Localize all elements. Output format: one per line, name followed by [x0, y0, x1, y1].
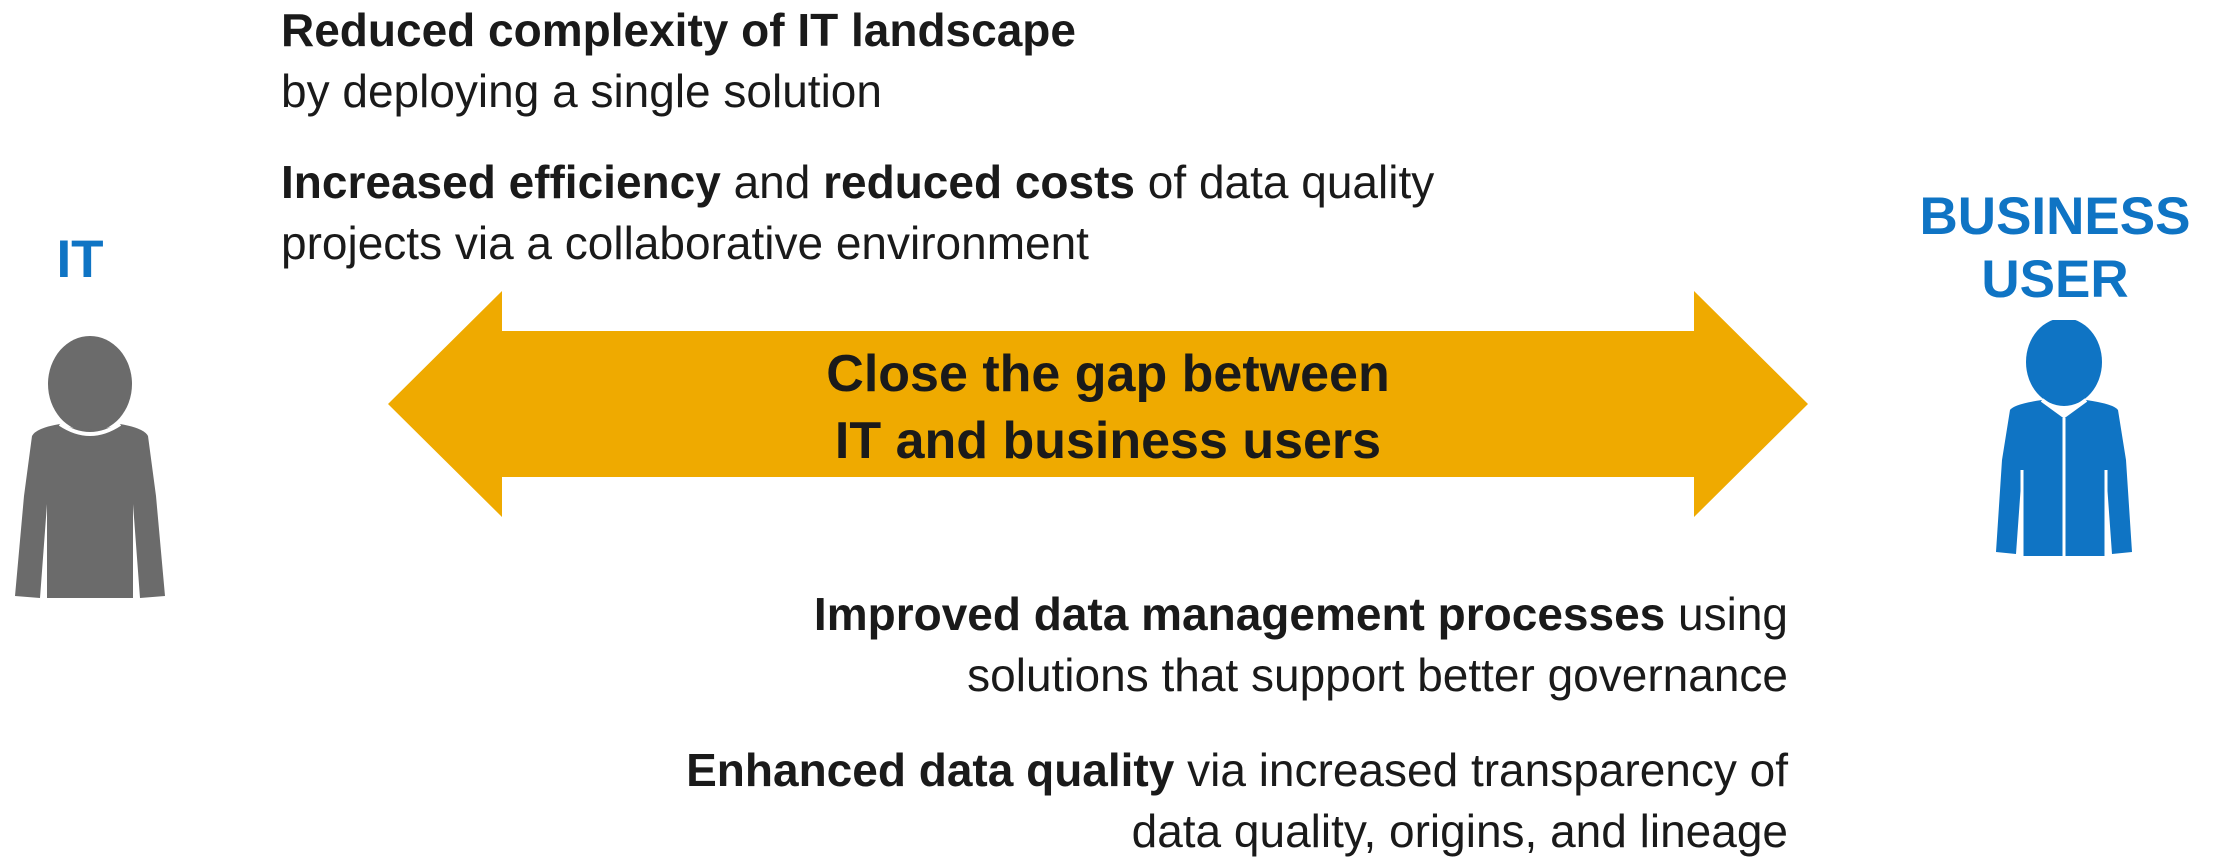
benefit-enhanced-quality: Enhanced data quality via increased tran…: [686, 740, 1788, 862]
benefit-line: data quality, origins, and lineage: [1131, 805, 1788, 857]
benefit-heading: Reduced complexity of IT landscape: [281, 4, 1076, 56]
it-label: IT: [56, 230, 104, 289]
arrow-caption: IT and business users: [834, 412, 1382, 470]
benefit-improved-processes: Improved data management processes using…: [814, 584, 1788, 706]
benefit-line: Improved data management processes using: [813, 588, 1788, 640]
double-arrow-icon: [388, 291, 1808, 517]
arrow-caption: Close the gap between: [826, 345, 1390, 403]
benefit-reduced-complexity: Reduced complexity of IT landscape by de…: [281, 0, 1076, 122]
benefit-line: solutions that support better governance: [967, 649, 1788, 701]
benefit-line: projects via a collaborative environment: [281, 217, 1089, 269]
benefit-line: by deploying a single solution: [281, 65, 882, 117]
benefit-line: Enhanced data quality via increased tran…: [686, 744, 1788, 796]
business-user-label: BUSINESS USER: [1919, 187, 2191, 309]
person-icon: [15, 336, 165, 598]
benefit-line: Increased efficiency and reduced costs o…: [281, 156, 1435, 208]
benefit-increased-efficiency: Increased efficiency and reduced costs o…: [281, 152, 1434, 274]
business-person-icon: [1996, 320, 2132, 556]
